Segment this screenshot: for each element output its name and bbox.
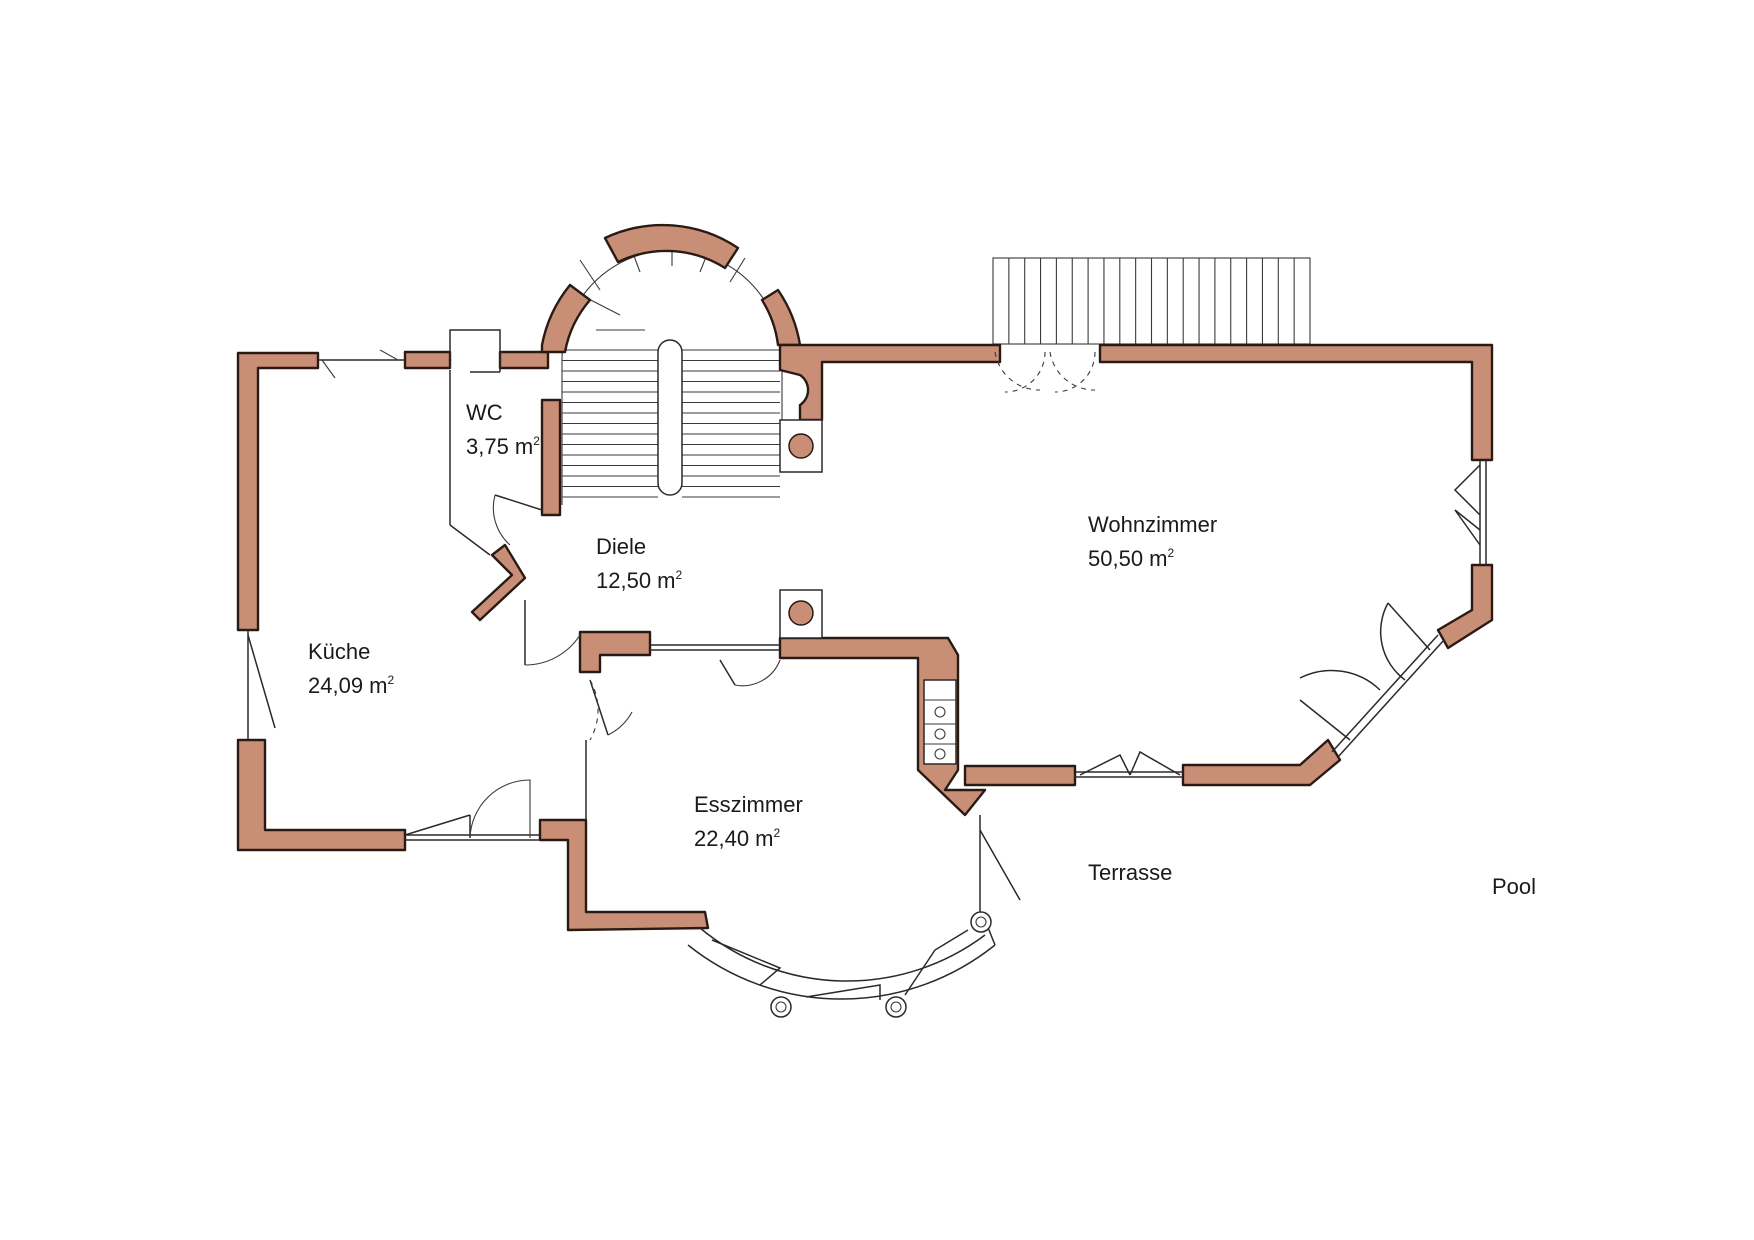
room-label-wohnzimmer: Wohnzimmer 50,50 m2 bbox=[1088, 510, 1217, 573]
walls bbox=[236, 223, 1494, 932]
staircase bbox=[561, 236, 783, 505]
room-area: 24,09 m2 bbox=[308, 673, 395, 698]
room-area: 50,50 m2 bbox=[1088, 546, 1175, 571]
area-label-pool: Pool bbox=[1492, 874, 1537, 899]
room-area: 3,75 m2 bbox=[466, 434, 540, 459]
room-label-wc: WC 3,75 m2 bbox=[466, 398, 540, 461]
chimneys bbox=[779, 419, 823, 639]
room-name: Küche bbox=[308, 639, 371, 664]
balcony-railing bbox=[992, 257, 1311, 345]
room-name: WC bbox=[466, 400, 503, 425]
doors bbox=[247, 329, 1481, 1000]
room-name: Esszimmer bbox=[694, 792, 803, 817]
room-name: Diele bbox=[596, 534, 647, 559]
kitchenette bbox=[923, 679, 957, 765]
room-area: 12,50 m2 bbox=[596, 568, 683, 593]
room-label-esszimmer: Esszimmer 22,40 m2 bbox=[694, 790, 803, 853]
stair-newel bbox=[657, 339, 683, 496]
area-label-terrasse: Terrasse bbox=[1088, 860, 1173, 885]
room-area: 22,40 m2 bbox=[694, 826, 781, 851]
room-name: Wohnzimmer bbox=[1088, 512, 1218, 537]
bay-window bbox=[687, 911, 996, 1018]
room-label-diele: Diele 12,50 m2 bbox=[596, 532, 682, 595]
room-label-kueche: Küche 24,09 m2 bbox=[308, 637, 394, 700]
